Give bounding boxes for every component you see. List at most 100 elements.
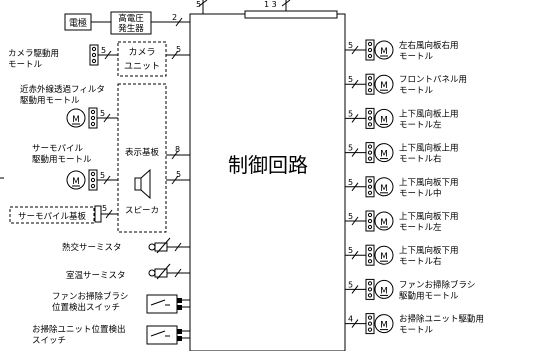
electrode-label: 電極	[69, 17, 87, 29]
right-motor-wire-tick	[351, 319, 359, 328]
right-motor-label-2: モートル左	[399, 119, 442, 130]
right-motor-label-1: お掃除ユニット駆動用	[399, 314, 484, 325]
right-motor-symbol: M	[380, 81, 388, 91]
right-motor-wire-tick	[351, 285, 359, 294]
right-motor-group: 5M左右風向板右用モートル5Mフロントパネル用モートル5M上下風向板上用モートル…	[345, 39, 484, 336]
right-motor-connector	[365, 176, 375, 198]
right-motor-icon	[374, 177, 394, 197]
camera-motor-label-2: モートル	[8, 60, 43, 70]
thermopile-board-connector	[94, 205, 102, 223]
top-pins-left: 5	[196, 0, 201, 9]
right-motor-connector-pin	[367, 144, 373, 149]
right-motor-label-2: モートル左	[399, 222, 442, 233]
right-motor-label-1: 左右風向板右用	[399, 40, 459, 51]
right-motor-label-2: モートル右	[399, 256, 442, 267]
thermopile-motor-label-2: 駆動用モートル	[32, 154, 92, 165]
right-motor-connector-pin	[367, 156, 373, 161]
thermopile-motor-connector	[88, 169, 98, 191]
thermopile-motor-tick	[103, 175, 111, 185]
right-motor-pins: 5	[348, 246, 353, 255]
right-motor-symbol: M	[380, 150, 388, 160]
right-motor-connector-pin	[367, 190, 373, 195]
right-motor-connector-pin	[367, 327, 373, 332]
camera-motor-label-1: カメラ駆動用	[8, 48, 59, 59]
cleaning-unit-switch-label-2: スイッチ	[32, 336, 66, 346]
hv-generator-line2: 発生器	[118, 23, 144, 34]
right-motor-connector-pin	[367, 212, 373, 218]
right-motor-connector	[365, 278, 375, 300]
display-board-tick	[171, 150, 179, 160]
camera-unit-line2: ユニット	[124, 62, 160, 72]
right-motor-symbol: M	[380, 184, 388, 194]
right-motor-symbol: M	[380, 115, 388, 125]
right-motor-label-2: モートル	[399, 52, 434, 62]
right-motor-connector-pin	[367, 116, 373, 121]
right-motor-connector	[365, 313, 375, 335]
speaker-icon	[134, 168, 151, 200]
svg-text:M: M	[72, 177, 80, 187]
nir-motor-tick	[103, 113, 111, 123]
nir-motor-label-2: 駆動用モートル	[20, 95, 80, 106]
right-motor-icon	[374, 211, 394, 231]
right-motor-pins: 5	[348, 144, 353, 153]
right-motor-icon	[374, 245, 394, 265]
right-motor-connector-pin	[367, 110, 373, 115]
right-motor-connector-pin	[367, 41, 373, 47]
camera-unit-line1: カメラ	[128, 47, 155, 58]
display-board-label: 表示基板	[125, 147, 160, 158]
right-motor-wire-tick	[351, 148, 359, 157]
camera-unit-tick	[171, 50, 179, 60]
right-motor-wire-tick	[351, 114, 359, 123]
hv-generator-box	[110, 11, 152, 35]
right-motor-label-1: フロントパネル用	[399, 75, 467, 85]
right-motor-icon	[374, 279, 394, 299]
fan-brush-switch-label-2: 位置検出スイッチ	[52, 302, 120, 313]
right-motor-icon	[374, 40, 394, 60]
room-thermistor-icon	[148, 263, 171, 280]
speaker-tick	[171, 175, 179, 185]
camera-unit-box	[117, 41, 167, 77]
thermopile-board-label: サーモパイル基板	[18, 211, 87, 222]
right-motor-connector-pin	[367, 150, 373, 155]
right-motor-connector-pin	[367, 184, 373, 189]
right-motor-connector-pin	[367, 321, 373, 326]
right-motor-label-2: モートル右	[399, 154, 442, 165]
right-motor-symbol: M	[380, 252, 388, 262]
nir-motor-connector	[88, 107, 98, 129]
thermopile-motor-label-1: サーモパイル	[32, 144, 84, 154]
right-motor-pins: 5	[348, 178, 353, 187]
right-motor-connector	[365, 39, 375, 61]
controller-label: 制御回路	[228, 153, 308, 177]
right-motor-connector	[365, 73, 375, 95]
right-motor-label-1: ファンお掃除ブラシ	[399, 279, 475, 290]
right-motor-icon	[374, 143, 394, 163]
right-motor-connector	[365, 210, 375, 232]
right-motor-connector-pin	[367, 224, 373, 230]
right-motor-symbol: M	[380, 218, 388, 228]
display-board-box	[117, 83, 167, 233]
thermopile-board-pins: 5	[102, 204, 107, 213]
right-motor-connector-pin	[367, 122, 373, 127]
nir-motor-pins: 5	[100, 109, 105, 118]
hv-wire-tick	[175, 17, 183, 27]
right-motor-connector-pin	[367, 82, 373, 87]
camera-motor-pins: 5	[101, 46, 106, 55]
right-motor-label-2: 駆動用モートル	[399, 290, 459, 301]
right-motor-connector-pin	[367, 76, 373, 81]
right-motor-wire-tick	[351, 216, 359, 226]
speaker-label: スピーカ	[125, 206, 159, 216]
top-connector	[244, 10, 338, 19]
right-motor-connector-pin	[367, 315, 373, 320]
hx-thermistor-icon	[148, 237, 171, 254]
svg-text:M: M	[72, 115, 80, 125]
right-motor-connector-pin	[367, 253, 373, 258]
hv-pins: 2	[172, 13, 177, 22]
right-motor-symbol: M	[380, 286, 388, 296]
camera-motor-tick	[104, 50, 112, 60]
